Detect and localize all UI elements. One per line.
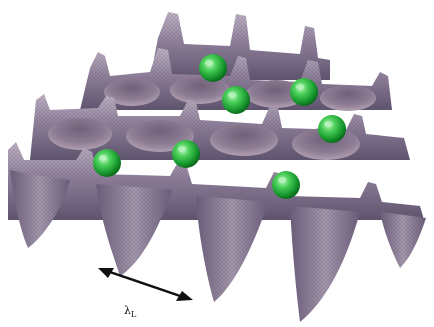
atom-7 <box>272 171 300 199</box>
double-headed-arrow-icon <box>98 268 193 301</box>
atom-highlight <box>296 84 304 90</box>
scale-label-symbol: λ <box>124 304 131 317</box>
scale-label-subscript: L <box>131 310 137 319</box>
atom-highlight <box>228 92 236 98</box>
atom-6 <box>172 140 200 168</box>
atom-1 <box>199 54 227 82</box>
atom-4 <box>318 115 346 143</box>
atom-2 <box>222 86 250 114</box>
atom-5 <box>93 149 121 177</box>
atom-highlight <box>278 177 286 183</box>
atom-highlight <box>205 60 213 66</box>
atom-highlight <box>178 146 186 152</box>
atom-3 <box>290 78 318 106</box>
scale-label: λL <box>124 304 137 319</box>
atom-highlight <box>324 121 332 127</box>
atom-highlight <box>99 155 107 161</box>
